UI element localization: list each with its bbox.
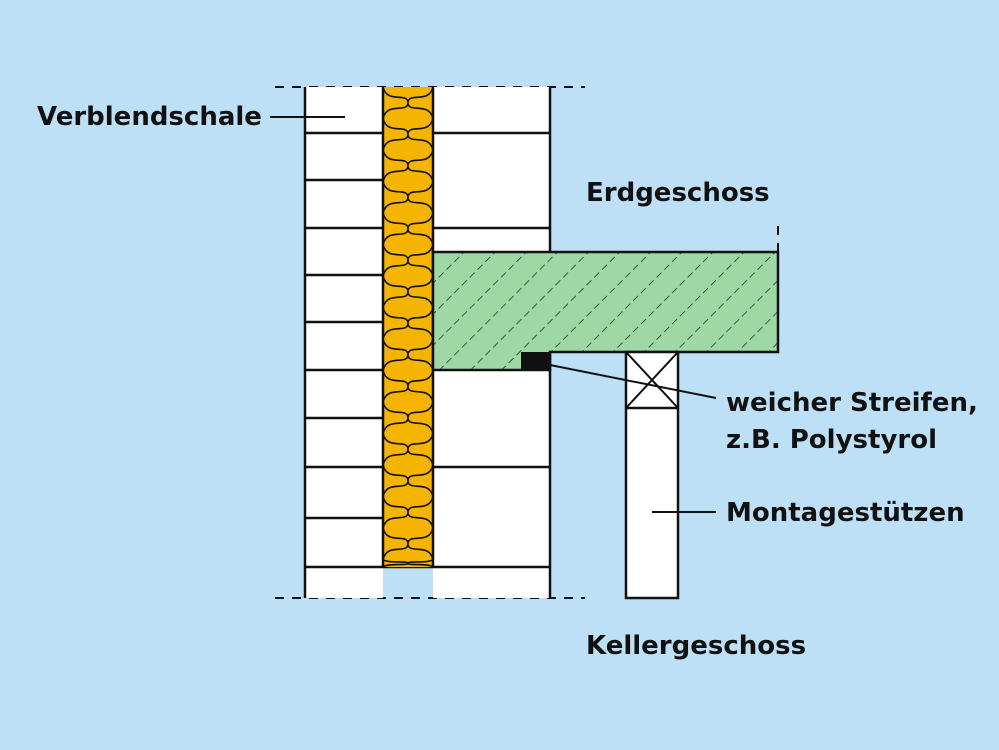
label-montagestuetzen: Montagestützen xyxy=(726,498,965,528)
label-weicher-streifen: weicher Streifen, xyxy=(726,388,978,418)
facing-brick-leaf xyxy=(303,87,383,598)
insulation-layer xyxy=(381,86,435,568)
label-kellergeschoss: Kellergeschoss xyxy=(586,631,807,661)
soft-strip-polystyrene xyxy=(521,352,550,369)
label-verblendschale: Verblendschale xyxy=(37,102,262,132)
temporary-prop xyxy=(624,350,680,600)
concrete-slab xyxy=(431,250,780,372)
leader-lines xyxy=(270,116,717,513)
label-polystyrol: z.B. Polystyrol xyxy=(726,425,937,455)
leader-streifen xyxy=(544,363,717,399)
label-erdgeschoss: Erdgeschoss xyxy=(586,178,770,208)
